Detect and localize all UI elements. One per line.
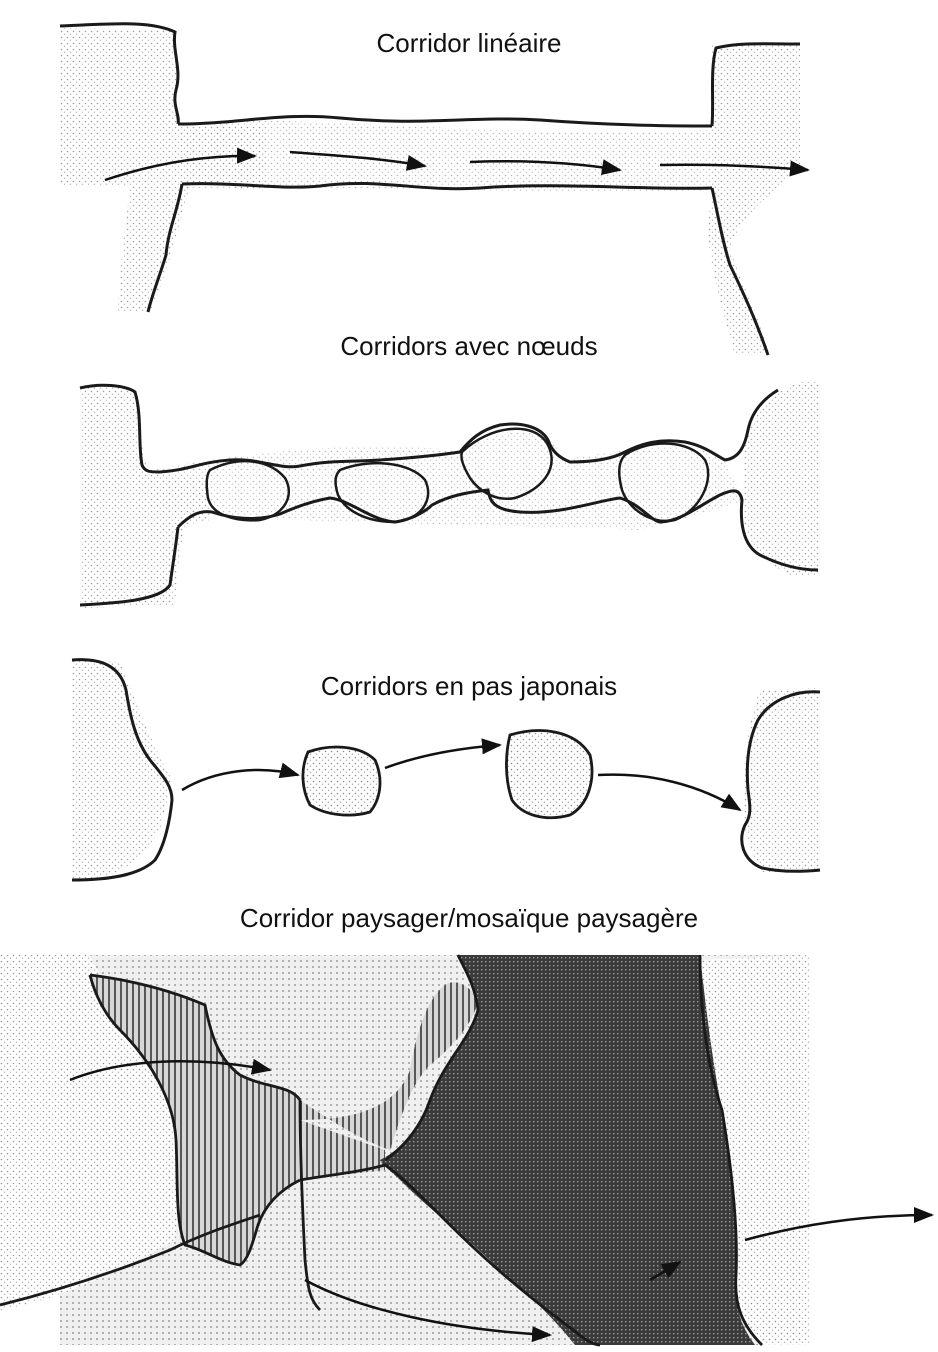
stone-arrow-1 bbox=[182, 770, 298, 790]
stone-arrow-3 bbox=[598, 775, 740, 810]
stepping-stone-panel bbox=[72, 660, 820, 882]
corridor-band-shading bbox=[178, 121, 712, 192]
right-habitat-shading bbox=[708, 42, 800, 355]
nodes-band-shading bbox=[150, 432, 745, 530]
stepping-stone-2 bbox=[506, 731, 592, 818]
stone-arrow-2 bbox=[385, 745, 500, 768]
landscape-mosaic-panel bbox=[0, 955, 932, 1345]
nodes-corridor-panel bbox=[80, 382, 820, 608]
linear-corridor-panel bbox=[60, 24, 808, 355]
nodes-right-shading bbox=[742, 382, 820, 575]
stones-right-habitat bbox=[744, 688, 820, 872]
stepping-stone-1 bbox=[303, 747, 380, 815]
